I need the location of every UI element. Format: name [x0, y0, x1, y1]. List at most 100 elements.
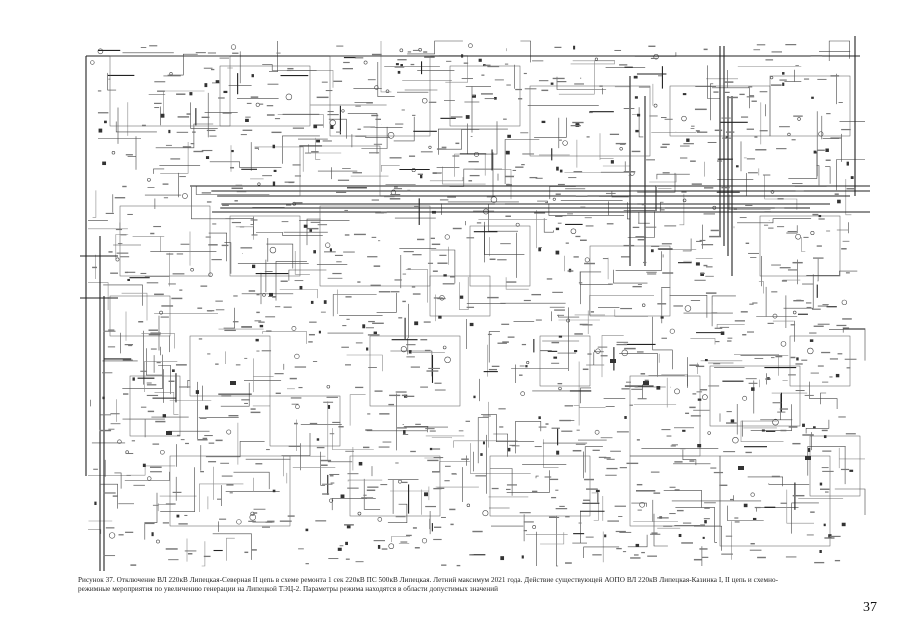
wire [361, 126, 388, 149]
label-texture [703, 518, 710, 520]
label-texture [201, 192, 212, 194]
label-texture [207, 52, 217, 54]
label-texture [666, 435, 672, 437]
label-texture [146, 394, 159, 397]
label-texture [727, 337, 733, 339]
transformer-mark [249, 514, 256, 521]
label-texture [162, 183, 169, 185]
label-texture [242, 129, 253, 131]
wire [121, 292, 148, 321]
wire [828, 40, 851, 61]
label-texture [231, 221, 242, 224]
label-texture [312, 361, 318, 362]
transformer-mark [328, 498, 334, 503]
transformer-mark [363, 60, 368, 65]
transformer-mark [385, 89, 390, 94]
label-texture [681, 191, 687, 193]
label-texture [779, 408, 788, 410]
transformer-mark [398, 479, 402, 484]
label-texture [224, 329, 236, 332]
label-texture [441, 564, 447, 566]
label-texture [630, 557, 641, 559]
substation-block [789, 335, 851, 387]
wire [250, 216, 254, 225]
breaker-mark [252, 264, 256, 269]
wire [205, 441, 265, 458]
breaker-mark [469, 322, 474, 327]
label-texture [801, 359, 808, 361]
label-texture [622, 551, 627, 553]
label-texture [168, 380, 175, 382]
wire [675, 507, 717, 543]
label-texture [401, 394, 407, 397]
breaker-mark [176, 514, 180, 518]
wire [363, 478, 381, 510]
label-texture [506, 281, 517, 283]
label-texture [420, 151, 433, 153]
label-texture [534, 446, 542, 448]
label-texture [559, 419, 571, 422]
label-texture [674, 461, 683, 463]
wire [306, 218, 321, 246]
caption-line-2: режимные мероприятия по увеличению генер… [78, 585, 499, 593]
label-texture [491, 365, 500, 367]
breaker-mark [837, 199, 841, 204]
label-texture [110, 272, 119, 274]
label-texture [345, 364, 351, 366]
wire [520, 40, 531, 63]
label-texture [584, 262, 595, 265]
label-texture [355, 386, 364, 389]
label-texture [215, 363, 219, 365]
label-texture [753, 49, 761, 51]
label-texture [131, 440, 136, 442]
transformer-mark [399, 48, 404, 53]
wire [690, 338, 716, 345]
label-texture [155, 420, 166, 423]
substation-block [769, 75, 851, 137]
label-texture [452, 155, 460, 157]
wire [756, 507, 799, 512]
label-texture [116, 252, 129, 254]
substation-block [349, 455, 441, 517]
label-texture [395, 123, 404, 125]
label-texture [294, 422, 298, 425]
label-texture [788, 426, 798, 428]
label-texture [281, 221, 289, 223]
transformer-mark [490, 196, 498, 203]
label-texture [154, 81, 166, 83]
wire [269, 41, 278, 73]
label-texture [757, 556, 766, 559]
label-texture [336, 191, 347, 193]
label-texture [830, 137, 842, 139]
breaker-mark [556, 450, 560, 455]
label-texture [367, 334, 380, 336]
label-texture [384, 196, 395, 198]
transformer-mark [552, 197, 556, 201]
label-texture [790, 356, 796, 359]
breaker-mark [127, 278, 130, 281]
transformer-mark [515, 222, 520, 227]
wire [572, 510, 587, 544]
wire [208, 232, 227, 262]
label-texture [501, 323, 510, 325]
label-texture [414, 547, 420, 549]
label-texture [176, 434, 181, 437]
label-texture [322, 493, 330, 495]
label-texture [795, 390, 805, 392]
breaker-mark [743, 503, 748, 508]
label-texture [813, 257, 824, 259]
transformer-mark [702, 394, 708, 400]
wire [786, 489, 814, 524]
label-texture [671, 444, 678, 446]
label-texture [308, 341, 313, 343]
label-texture [838, 416, 846, 418]
transformer-mark [236, 519, 242, 525]
label-texture [373, 265, 381, 267]
label-texture [120, 234, 127, 236]
breaker-mark [553, 356, 558, 359]
label-texture [219, 57, 230, 59]
label-texture [552, 77, 565, 80]
label-texture [284, 181, 295, 183]
wire [275, 261, 307, 301]
label-texture [316, 96, 329, 99]
